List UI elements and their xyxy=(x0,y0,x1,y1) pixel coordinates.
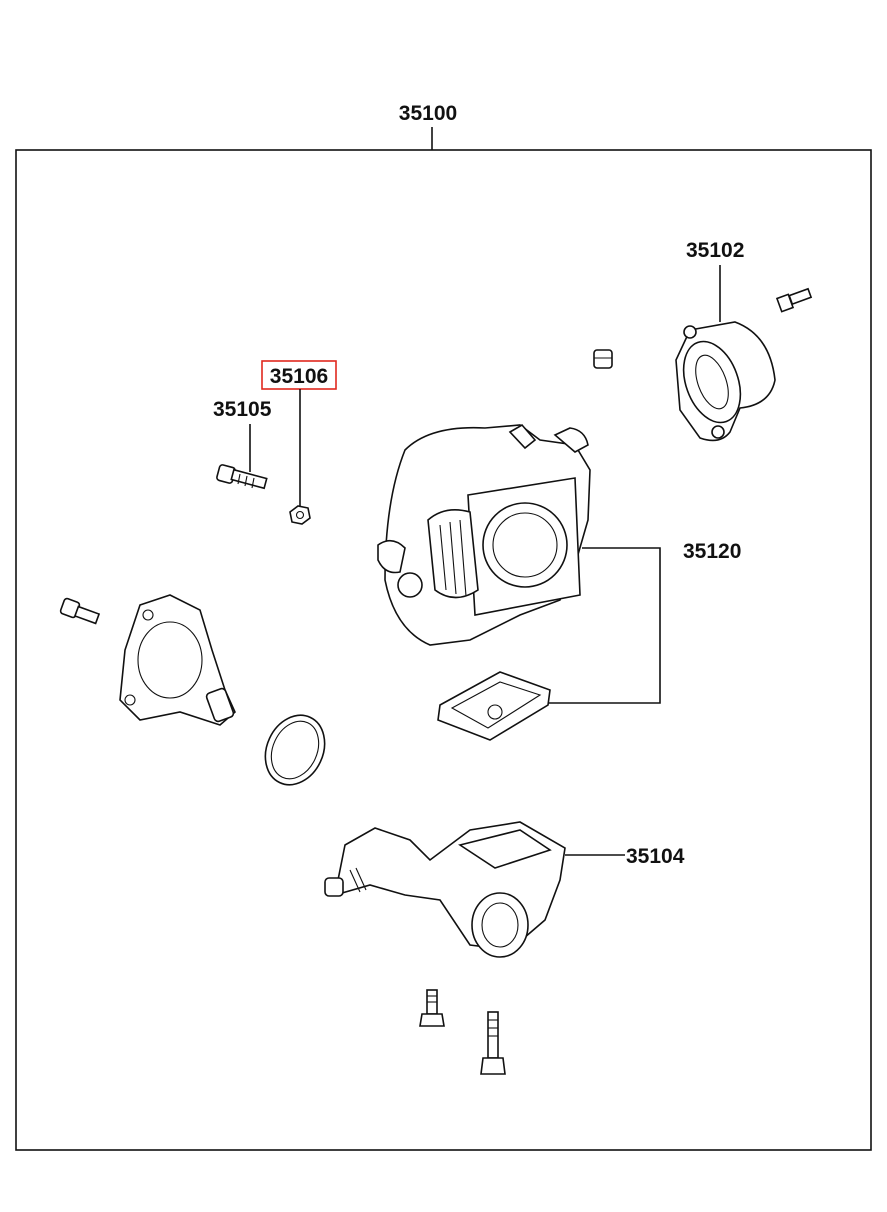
highlight-box-35106 xyxy=(261,360,337,390)
screw-top-right xyxy=(775,287,813,313)
gasket[interactable] xyxy=(437,671,551,741)
label-35105[interactable]: 35105 xyxy=(213,398,272,421)
label-35104[interactable]: 35104 xyxy=(626,845,685,868)
o-ring[interactable] xyxy=(254,706,335,795)
leader-35120 xyxy=(548,547,661,704)
screw-35105[interactable] xyxy=(216,464,268,490)
bolt-long xyxy=(480,1011,506,1075)
assembly-label[interactable]: 35100 xyxy=(399,102,457,125)
nut-35106[interactable] xyxy=(289,505,311,525)
idle-actuator[interactable] xyxy=(119,594,236,726)
plug xyxy=(593,349,613,369)
label-35120[interactable]: 35120 xyxy=(683,540,741,563)
label-35106[interactable]: 35106 xyxy=(270,365,328,388)
screw-left xyxy=(59,597,101,625)
assembly-frame xyxy=(15,149,872,1151)
part-35102-sensor[interactable] xyxy=(673,321,776,442)
throttle-body-35120[interactable] xyxy=(377,423,591,646)
label-35102[interactable]: 35102 xyxy=(686,239,744,262)
housing-35104[interactable] xyxy=(324,821,566,958)
bolt-short xyxy=(419,989,445,1027)
